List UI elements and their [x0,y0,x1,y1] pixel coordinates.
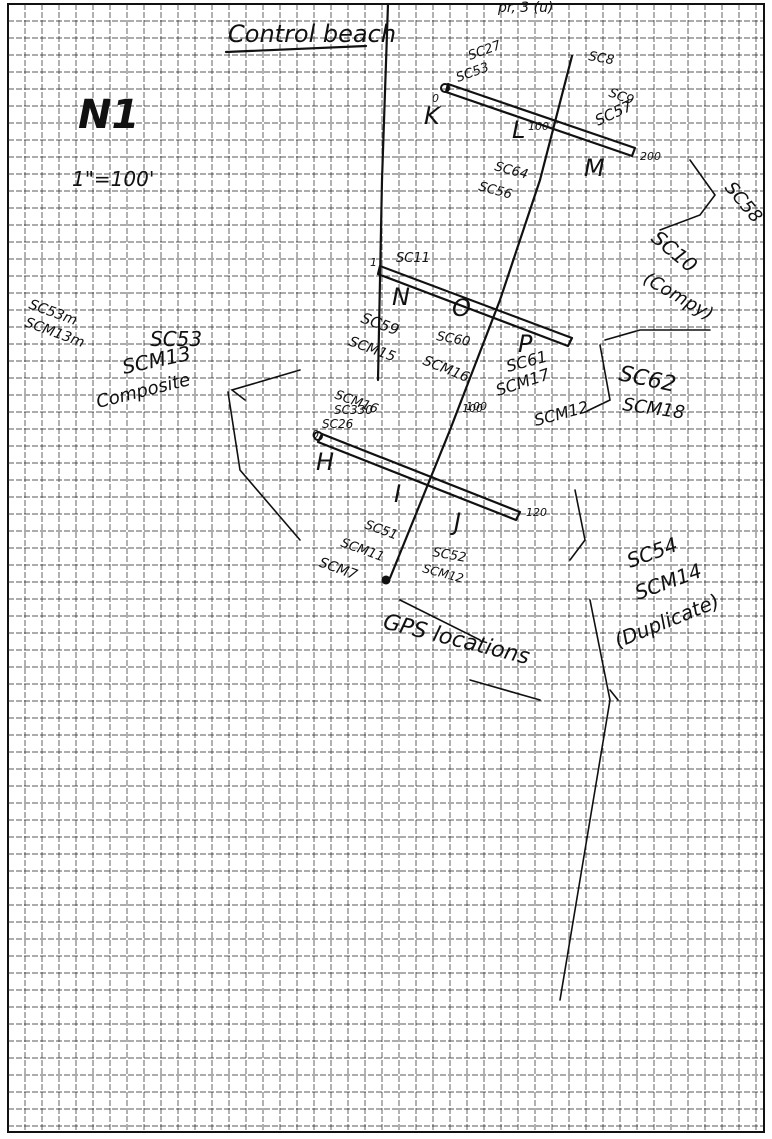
point-n: N [392,283,410,311]
point-l: L [512,116,525,144]
survey-control-point [382,576,391,585]
transect-hij-sample-3: SC26 [322,417,354,431]
point-h: H [316,448,334,476]
transect-hij-tick-2: 120 [526,506,547,519]
point-i: I [394,480,401,508]
transect-nop-tick-0: 1 [370,256,377,269]
transect-nop-sample-1: SC11 [396,251,430,266]
transect-klm-tick-0: 0 [432,92,439,105]
sheet-title: Control beach [228,20,396,48]
scale-label: 1"=100' [72,167,154,191]
point-k: K [424,102,442,130]
site-label: N1 [78,92,139,138]
point-m: M [584,154,605,182]
top-fragment: pr, 3 (u) [497,0,553,16]
transect-hij-tick-0: 0 [312,428,319,441]
point-o: O [452,294,471,322]
transect-hij-sample-2: SC330 [334,403,373,417]
transect-klm-tick-2: 200 [640,150,661,163]
transect-klm-tick-1: 100 [528,120,549,133]
transect-hij-tick-1: 100 [462,402,483,415]
